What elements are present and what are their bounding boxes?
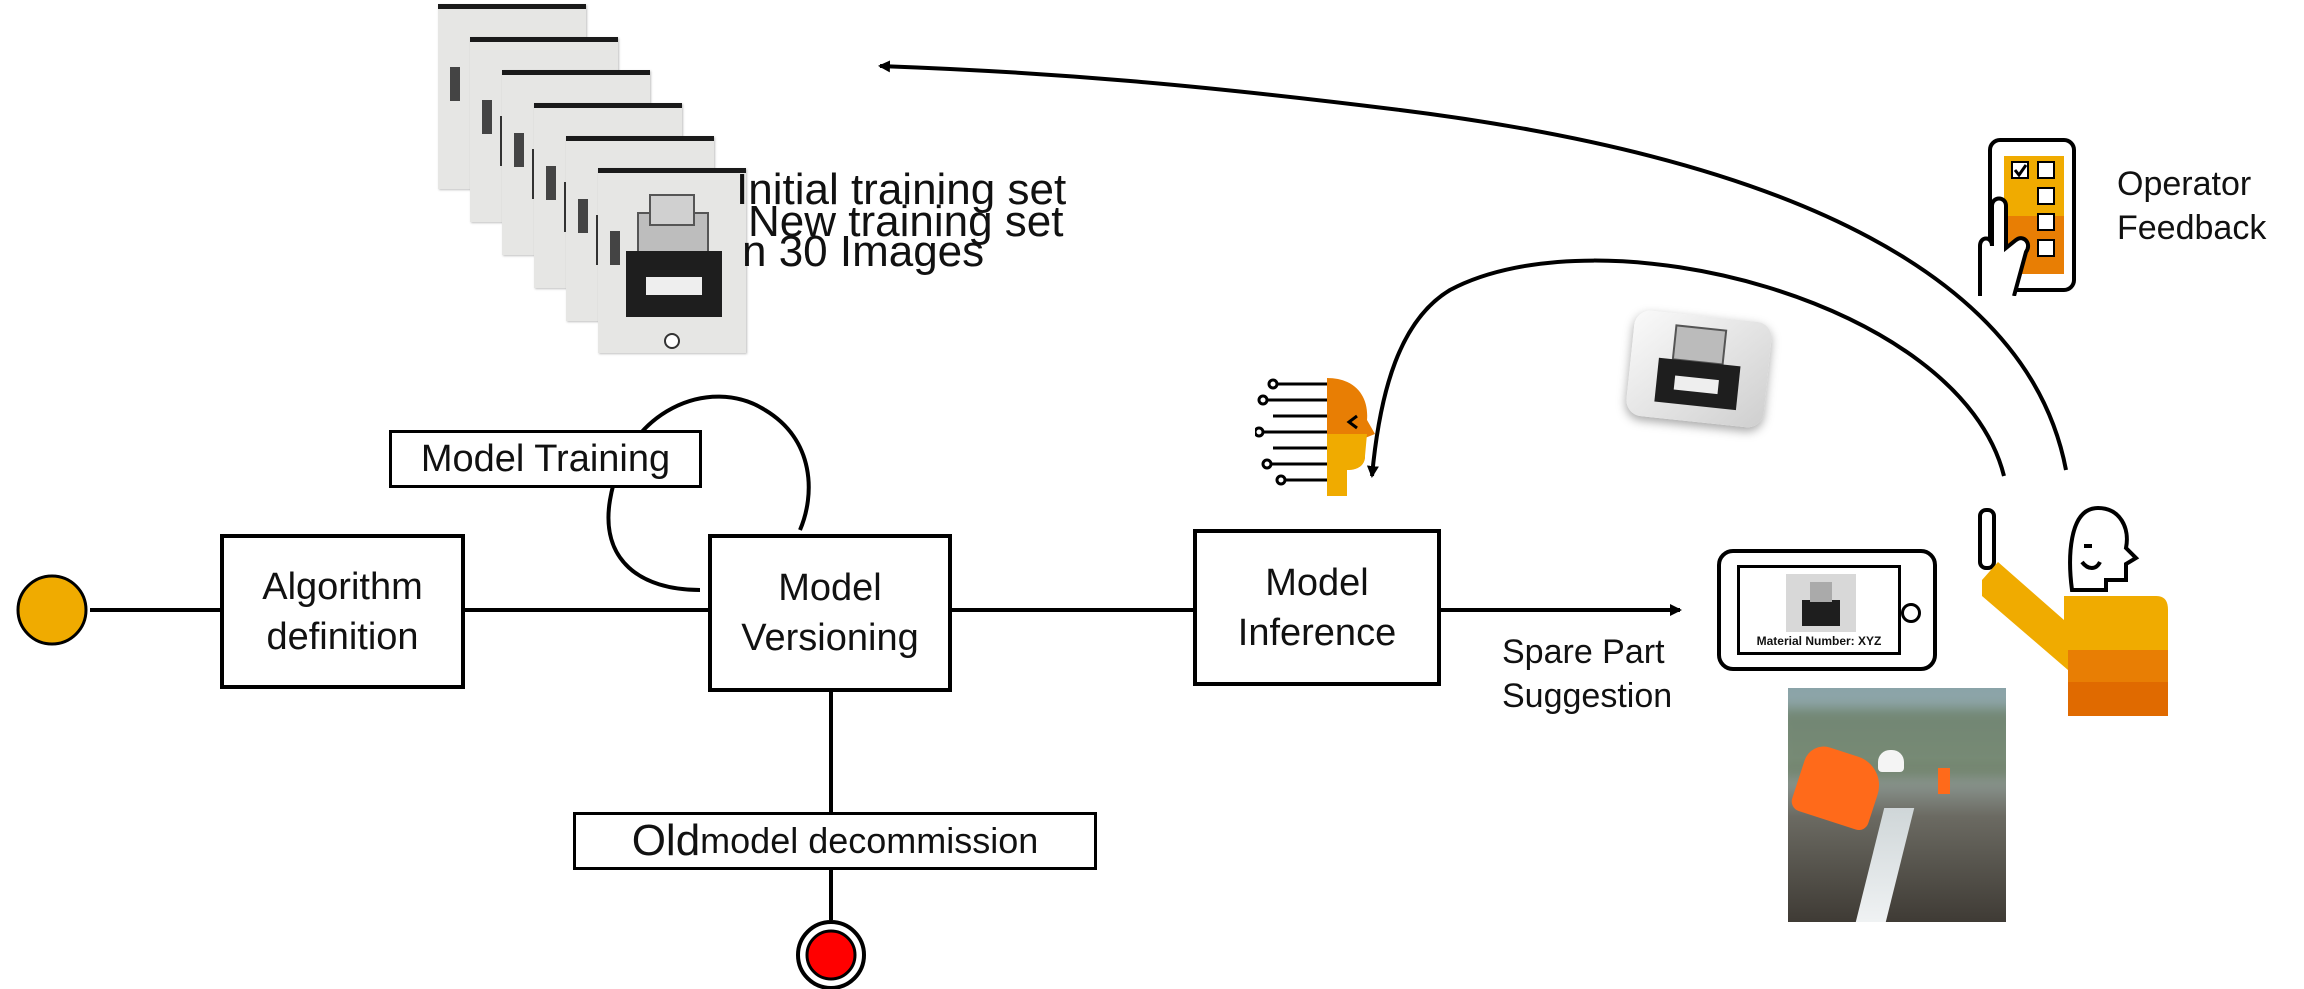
end-node [805,929,857,981]
part-thumbnail-icon [1624,309,1774,429]
old-model-decommission-big: Old [631,816,701,865]
model-versioning-box: Model Versioning [708,534,952,692]
start-node [16,574,88,646]
old-model-decommission-rest: model decommission [700,820,1039,861]
inference-feedback-arrow [1366,258,2006,478]
retraining-feedback-arrow [878,60,2068,471]
image-count-text: n 30 Images [742,227,985,276]
initial-training-set-text: Initial training set [736,165,1067,214]
tablet-caption: Material Number: XYZ [1756,634,1882,648]
new-training-set-text: New training set [748,197,1064,246]
feedback-checklist-icon [1978,138,2076,296]
tablet-part-photo [1786,574,1856,632]
operator-feedback-label: Operator Feedback [2117,165,2267,247]
model-training-label: Model Training [389,430,702,488]
training-image-card-front [598,168,746,353]
model-inference-box: Model Inference [1193,529,1441,686]
ai-head-icon [1255,378,1375,496]
tablet-screen: Material Number: XYZ [1737,565,1901,655]
spare-part-suggestion-label: Spare Part Suggestion [1502,633,1673,715]
tablet-device-icon: Material Number: XYZ [1717,549,1937,671]
tablet-home-button [1901,603,1921,623]
railway-worker-photo [1788,688,2006,922]
old-model-decommission-label: Old model decommission [573,812,1097,870]
part-photo [626,194,722,349]
operator-figure-icon [1978,505,2168,716]
algorithm-definition-box: Algorithm definition [220,534,465,689]
main-flow-lines [90,394,1193,920]
